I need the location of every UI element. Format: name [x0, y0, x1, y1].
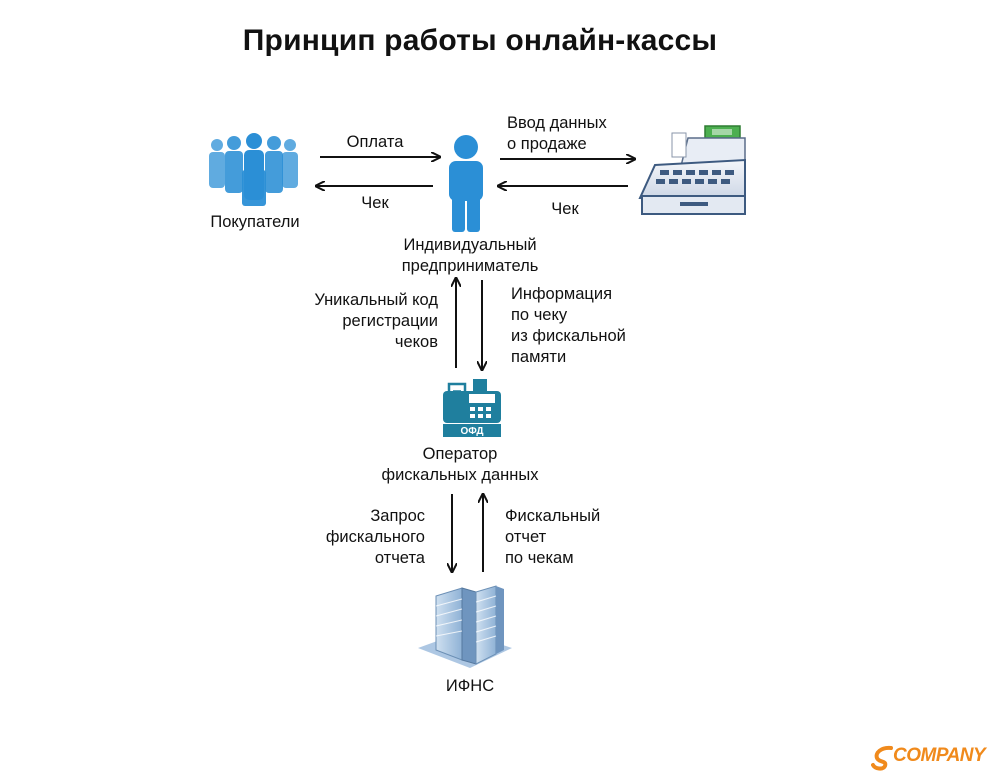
ofd-label-line-2: фискальных данных	[381, 466, 539, 484]
receipt-info-label-line-3: из фискальной	[511, 327, 626, 345]
ifns-building-icon	[418, 585, 512, 668]
receipt-info-label: Информация по чеку из фискальной памяти	[511, 284, 626, 368]
entrepreneur-label: Индивидуальный предприниматель	[370, 235, 570, 277]
fiscal-report-label-line-1: Фискальный	[505, 507, 601, 525]
entrepreneur-label-line-1: Индивидуальный	[403, 236, 537, 254]
reg-code-label-line-3: чеков	[394, 333, 438, 351]
ofd-badge-label: ОФД	[461, 426, 484, 437]
reg-code-label-line-2: регистрации	[342, 312, 438, 330]
report-request-label: Запрос фискального отчета	[290, 506, 425, 569]
company-logo-text: COMPANY	[893, 745, 986, 766]
receipt-from-register-label: Чек	[551, 200, 579, 218]
receipt-info-label-line-4: памяти	[511, 348, 567, 366]
report-request-label-line-2: фискального	[325, 528, 425, 546]
fiscal-report-label: Фискальный отчет по чекам	[505, 506, 600, 569]
report-request-label-line-3: отчета	[374, 549, 425, 567]
reg-code-label-line-1: Уникальный код	[314, 291, 438, 309]
payment-label: Оплата	[346, 133, 404, 151]
sale-data-label: Ввод данных о продаже	[507, 113, 607, 155]
receipt-info-label-line-2: по чеку	[511, 306, 568, 324]
diagram-title: Принцип работы онлайн-кассы	[242, 24, 718, 57]
entrepreneur-label-line-2: предприниматель	[401, 257, 539, 275]
cash-register-icon	[638, 125, 746, 215]
sale-data-label-line-2: о продаже	[507, 135, 587, 153]
sale-data-label-line-1: Ввод данных	[507, 114, 607, 132]
ofd-label: Оператор фискальных данных	[360, 444, 560, 486]
ofd-label-line-1: Оператор	[422, 445, 498, 463]
buyers-icon	[209, 133, 298, 206]
fiscal-report-label-line-3: по чекам	[505, 549, 574, 567]
receipt-to-buyers-label: Чек	[361, 194, 389, 212]
report-request-label-line-1: Запрос	[370, 507, 425, 525]
ifns-label: ИФНС	[445, 677, 495, 695]
company-logo-icon	[871, 745, 893, 771]
buyers-label: Покупатели	[210, 213, 300, 231]
entrepreneur-icon	[449, 135, 483, 232]
reg-code-label: Уникальный код регистрации чеков	[270, 290, 438, 353]
receipt-info-label-line-1: Информация	[511, 285, 613, 303]
ofd-terminal-icon	[443, 379, 501, 437]
fiscal-report-label-line-2: отчет	[505, 528, 547, 546]
